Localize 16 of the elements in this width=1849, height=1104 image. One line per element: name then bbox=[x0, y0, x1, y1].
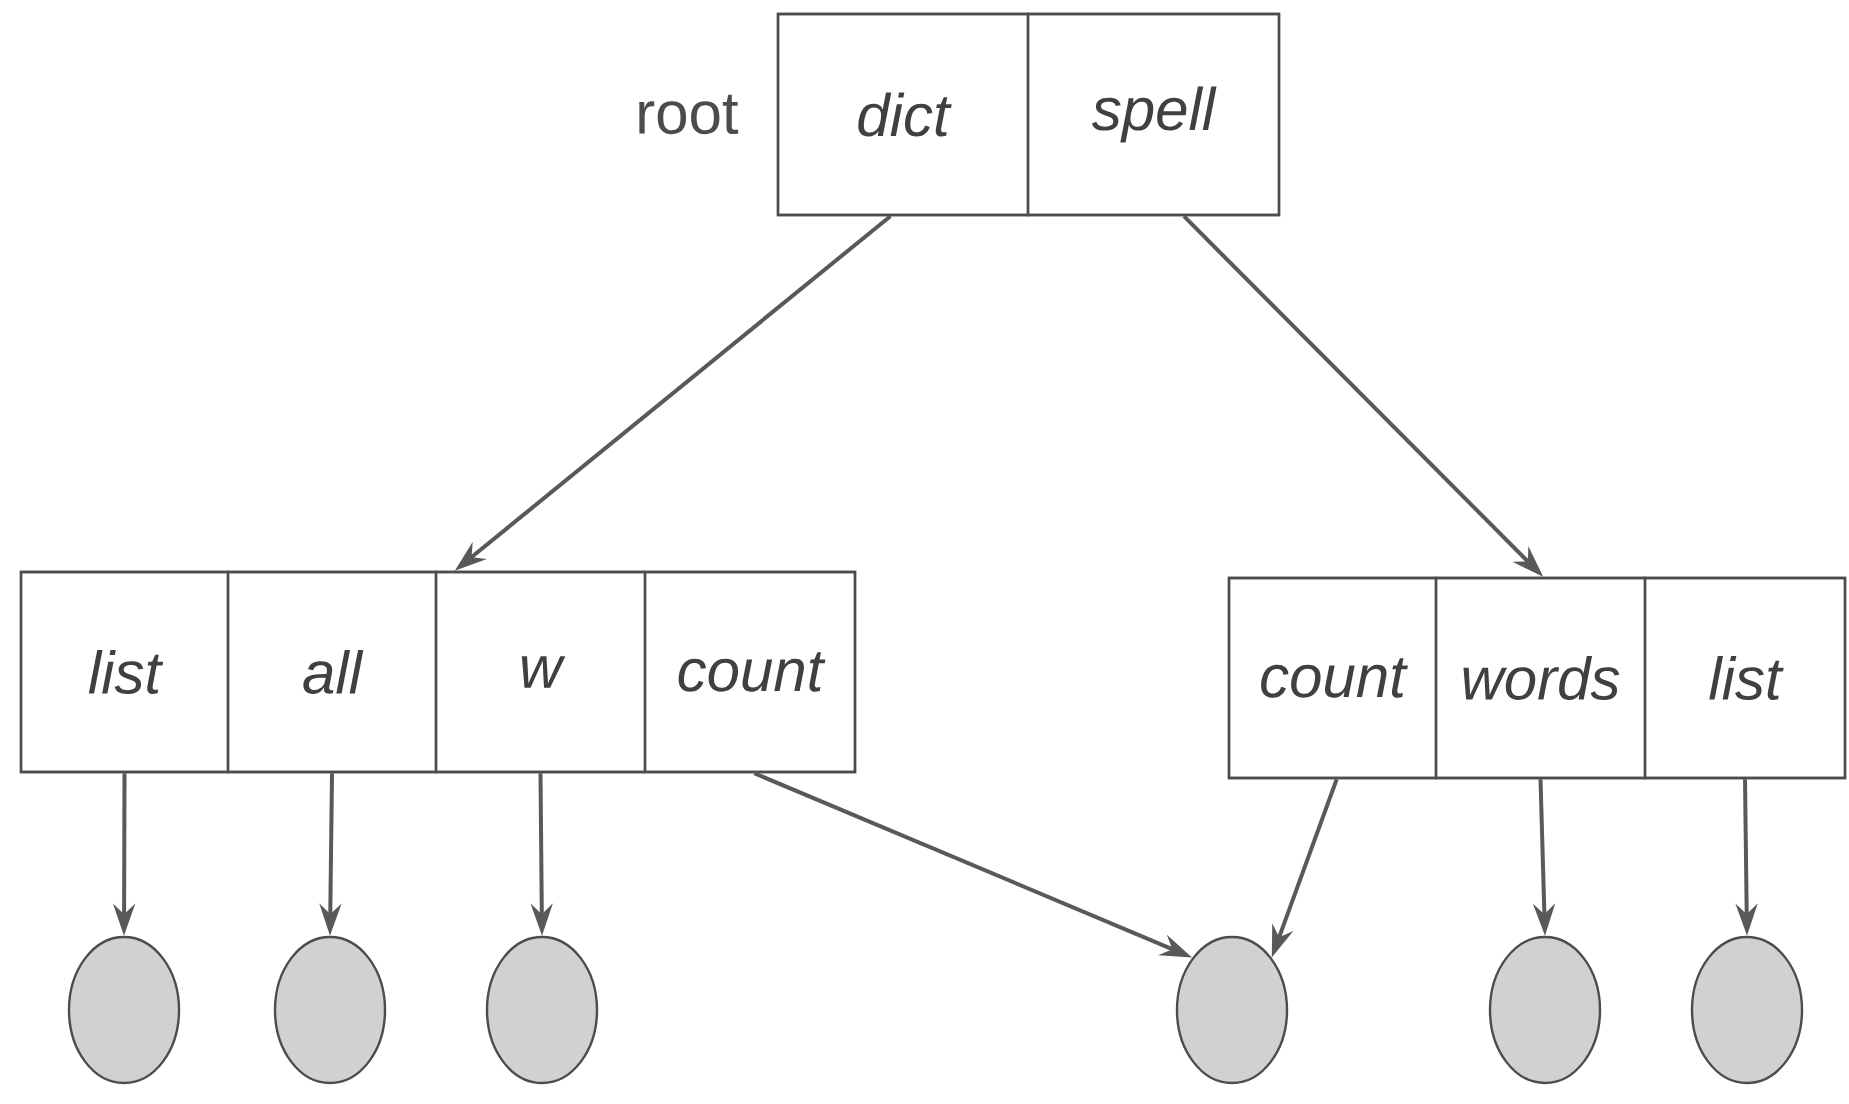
file-node bbox=[273, 935, 387, 1085]
directory-name: root bbox=[639, 94, 739, 135]
directory-entry: count bbox=[1227, 576, 1438, 780]
file-node bbox=[485, 935, 599, 1085]
file-node bbox=[67, 935, 181, 1085]
file-node bbox=[1690, 935, 1804, 1085]
directory-entry: words bbox=[1434, 576, 1647, 780]
file-node bbox=[1175, 935, 1289, 1085]
file-node bbox=[1488, 935, 1602, 1085]
directory-entry: spell bbox=[1026, 12, 1281, 217]
directory-entry: w bbox=[434, 570, 647, 774]
directory-entry: list bbox=[19, 570, 230, 774]
directory-entry: dict bbox=[776, 12, 1030, 217]
directory-entry: all bbox=[226, 570, 438, 774]
directory-entry: count bbox=[643, 570, 857, 774]
directory-entry: list bbox=[1643, 576, 1847, 780]
